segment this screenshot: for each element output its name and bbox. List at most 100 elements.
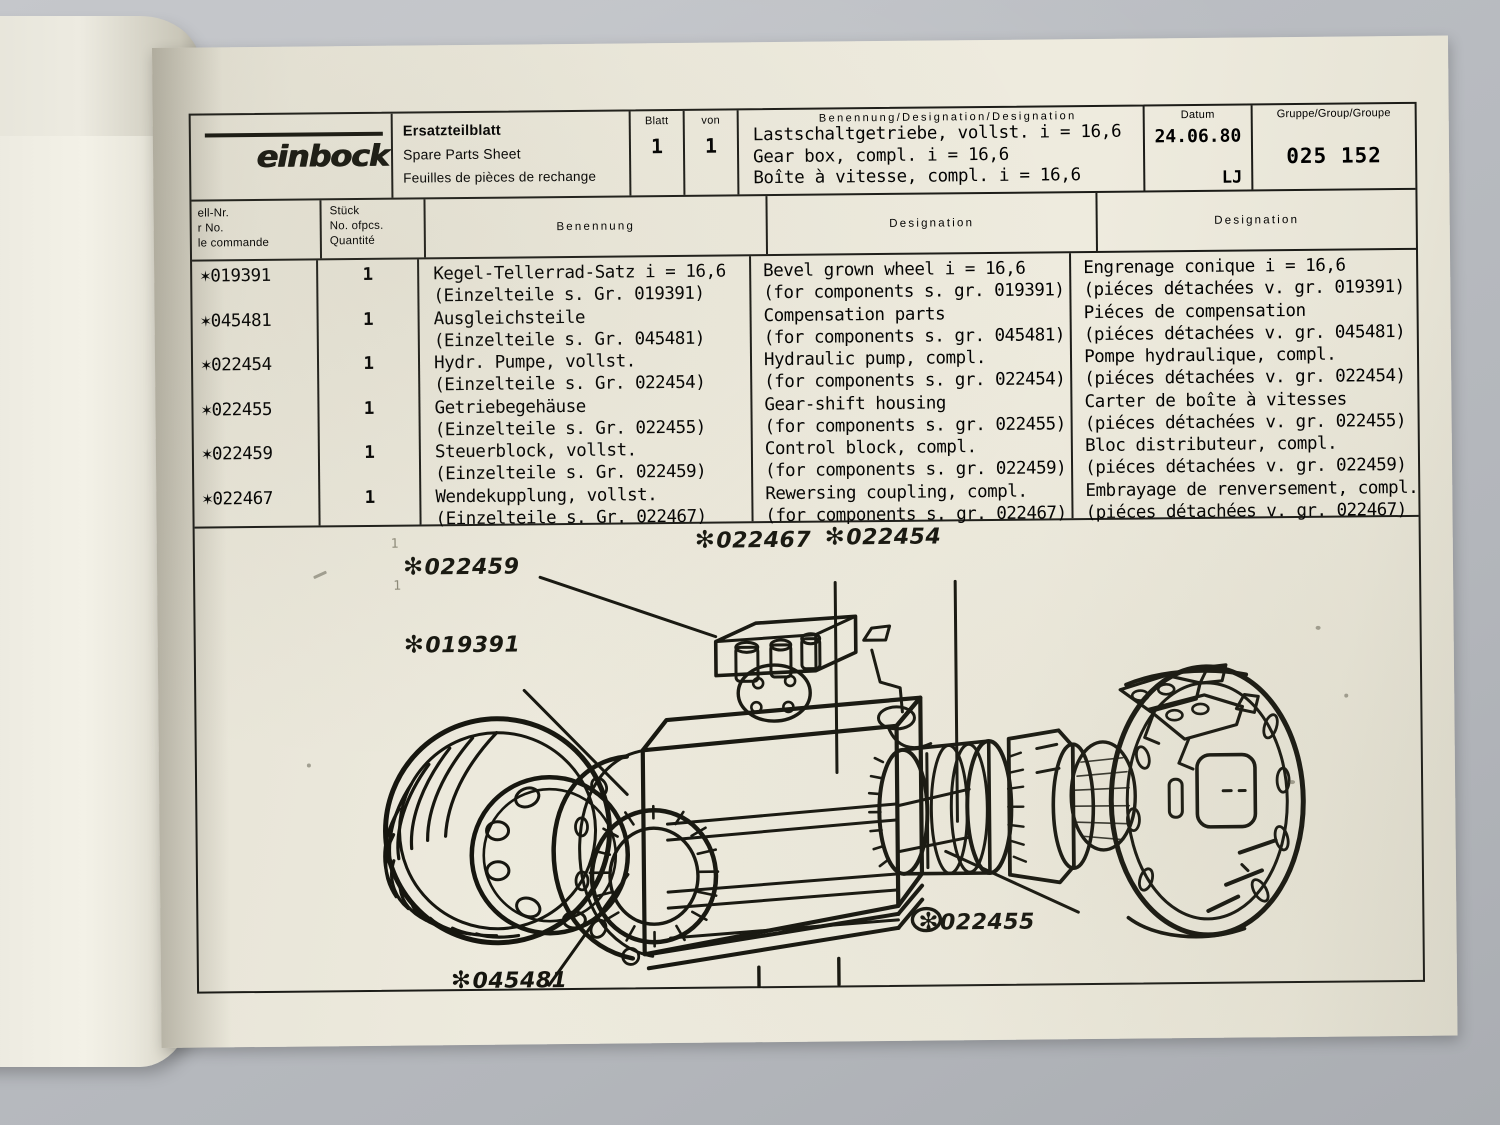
table-row: Bloc distributeur, compl.(piéces détaché… bbox=[1085, 432, 1418, 480]
sheet-header: einbock Ersatzteilblatt Spare Parts Shee… bbox=[190, 103, 1416, 202]
cell-designation-fr: Piéces de compensation bbox=[1083, 300, 1306, 323]
asterisk-icon: ✻ bbox=[918, 907, 940, 936]
col-header-benennung: Benennung bbox=[423, 196, 767, 258]
table-row: 1 bbox=[318, 263, 417, 308]
cell-designation-fr: Bloc distributeur, compl. bbox=[1084, 433, 1338, 457]
callout-045481: ✻045481 bbox=[451, 965, 568, 994]
callout-label: 022455 bbox=[939, 909, 1036, 936]
table-row: Control block, compl.(for components s. … bbox=[765, 435, 1072, 482]
exploded-assembly-drawing: 1 1 ✻022459 ✻019391 ✻022467 ✻022454 ✻022… bbox=[195, 517, 1423, 994]
cell-designation-en: Rewersing coupling, compl. bbox=[765, 481, 1028, 504]
cell-designation-fr-sub: (piéces détachées v. gr. 022454) bbox=[1084, 366, 1406, 390]
assembly-designation-cell: Benennung/Designation/Designation Lastsc… bbox=[736, 106, 1144, 195]
cell-designation-fr: Pompe hydraulique, compl. bbox=[1084, 344, 1337, 368]
callout-022459: ✻022459 bbox=[403, 551, 520, 580]
cell-designation-en-sub: (for components s. gr. 045481) bbox=[763, 324, 1065, 348]
cell-designation-en: Bevel grown wheel i = 16,6 bbox=[763, 258, 1026, 282]
table-row: ✶045481 bbox=[201, 309, 318, 355]
callout-019391: ✻019391 bbox=[404, 629, 521, 658]
table-row: Pompe hydraulique, compl.(piéces détaché… bbox=[1084, 343, 1417, 391]
paper-speck bbox=[1344, 693, 1349, 698]
col-header-designation-fr: Designation bbox=[1095, 189, 1416, 251]
column-designation-fr: Engrenage conique i = 16,6(piéces détach… bbox=[1069, 249, 1419, 523]
spare-parts-sheet-page: einbock Ersatzteilblatt Spare Parts Shee… bbox=[152, 35, 1458, 1048]
col-header-designation-en: Designation bbox=[765, 192, 1096, 255]
cell-benennung-sub: (Einzelteile s. Gr. 022455) bbox=[434, 417, 706, 441]
col-header-quantity-fr: Quantité bbox=[329, 234, 375, 248]
logo-bar-decoration bbox=[204, 131, 383, 138]
cell-designation-en-sub: (for components s. gr. 022454) bbox=[764, 369, 1066, 393]
col-header-quantity-en: No. ofpcs. bbox=[329, 219, 384, 233]
cell-order-no: ✶019391 bbox=[200, 265, 271, 287]
sheet-title-fr: Feuilles de pièces de rechange bbox=[403, 168, 597, 186]
cell-quantity: 1 bbox=[362, 309, 374, 330]
cell-benennung-sub: (Einzelteile s. Gr. 022454) bbox=[434, 372, 706, 396]
col-header-order-no-de: ell-Nr. bbox=[197, 207, 230, 220]
cell-designation-en-sub: (for components s. gr. 022459) bbox=[764, 458, 1067, 482]
col-header-quantity-de: Stück bbox=[329, 205, 360, 218]
date-value: 24.06.80 bbox=[1154, 125, 1242, 148]
cell-designation-fr-sub: (piéces détachées v. gr. 022455) bbox=[1084, 410, 1407, 434]
table-row: Bevel grown wheel i = 16,6(for component… bbox=[763, 257, 1070, 304]
callout-022467: ✻022467 bbox=[695, 525, 812, 554]
column-benennung: Kegel-Tellerrad-Satz i = 16,6 (Einzelteil… bbox=[417, 256, 752, 529]
assembly-designation-fr: Boîte à vitesse, compl. i = 16,6 bbox=[753, 165, 1081, 189]
callout-label: 019391 bbox=[425, 632, 521, 659]
cell-designation-fr-sub: (piéces détachées v. gr. 022459) bbox=[1085, 455, 1407, 479]
cell-benennung: Steuerblock, vollst. bbox=[434, 440, 637, 463]
sheet-title-de: Ersatzteilblatt bbox=[402, 122, 501, 140]
cell-benennung: Kegel-Tellerrad-Satz i = 16,6 bbox=[433, 261, 726, 285]
cell-order-no: ✶022459 bbox=[201, 443, 273, 465]
gearbox-line-drawing bbox=[383, 575, 1306, 989]
brand-logo: einbock bbox=[191, 114, 392, 200]
cell-designation-en-sub: (for components s. gr. 022455) bbox=[764, 413, 1066, 437]
table-row: ✶022467 bbox=[202, 487, 319, 533]
cell-designation-fr: Carter de boîte à vitesses bbox=[1084, 389, 1347, 412]
col-header-order-no-fr: le commande bbox=[197, 236, 270, 250]
cell-benennung: Hydr. Pumpe, vollst. bbox=[434, 351, 636, 374]
author-initials: LJ bbox=[1221, 167, 1243, 188]
table-row: 1 bbox=[320, 441, 419, 486]
cell-designation-fr: Embrayage de renversement, compl. bbox=[1085, 477, 1419, 501]
cell-designation-en: Compensation parts bbox=[763, 303, 946, 326]
table-row: ✶022455 bbox=[201, 398, 318, 444]
cell-quantity: 1 bbox=[364, 442, 375, 463]
cell-quantity: 1 bbox=[363, 353, 375, 374]
table-row: Hydraulic pump, compl.(for components s.… bbox=[764, 346, 1071, 393]
sheet-number-value: 1 bbox=[650, 134, 664, 159]
asterisk-icon: ✻ bbox=[450, 965, 472, 994]
cell-benennung-sub: (Einzelteile s. Gr. 022459) bbox=[435, 461, 707, 485]
callout-label: 045481 bbox=[472, 968, 568, 994]
paper-speck bbox=[1289, 780, 1296, 785]
cell-quantity: 1 bbox=[363, 398, 375, 419]
table-row: Carter de boîte à vitesses(piéces détach… bbox=[1084, 387, 1417, 435]
sheet-frame: einbock Ersatzteilblatt Spare Parts Shee… bbox=[188, 101, 1426, 994]
cell-order-no: ✶022467 bbox=[202, 488, 274, 510]
paper-speck bbox=[306, 763, 311, 768]
cell-order-no: ✶022455 bbox=[201, 399, 273, 421]
column-order-no: ✶019391 ✶045481✶022454 ✶022455 ✶022459 ✶0224… bbox=[192, 260, 319, 526]
table-row: Getriebegehäuse(Einzelteile s. Gr. 02245… bbox=[434, 394, 750, 442]
table-row: 1 bbox=[319, 352, 418, 397]
asterisk-icon: ✻ bbox=[403, 630, 425, 659]
table-row: ✶019391 bbox=[200, 264, 317, 310]
paper-speck bbox=[1315, 625, 1321, 630]
cell-designation-fr-sub: (piéces détachées v. gr. 019391) bbox=[1083, 277, 1405, 301]
date-cell: Datum 24.06.80 LJ bbox=[1142, 105, 1252, 191]
group-number: 025 152 bbox=[1286, 143, 1382, 169]
sheet-number-cell: Blatt 1 bbox=[628, 110, 684, 196]
column-designation-en: Bevel grown wheel i = 16,6 (for component… bbox=[748, 253, 1072, 526]
table-row: Ausgleichsteile(Einzelteile s. Gr. 04548… bbox=[434, 305, 750, 353]
ghost-mark-2: 1 bbox=[393, 578, 402, 594]
table-row: 1 bbox=[320, 486, 419, 531]
sheet-count-cell: von 1 bbox=[682, 110, 738, 195]
asterisk-icon: ✻ bbox=[694, 525, 716, 554]
cell-quantity: 1 bbox=[362, 264, 374, 285]
ghost-mark-1: 1 bbox=[390, 536, 399, 552]
table-row: Steuerblock, vollst.(Einzelteile s. Gr. … bbox=[435, 438, 751, 486]
table-row: Compensation parts(for components s. gr.… bbox=[763, 302, 1070, 349]
cell-order-no: ✶022454 bbox=[200, 354, 272, 376]
table-row: Engrenage conique i = 16,6(piéces détach… bbox=[1083, 254, 1416, 302]
table-row: ✶022459 bbox=[202, 442, 319, 488]
